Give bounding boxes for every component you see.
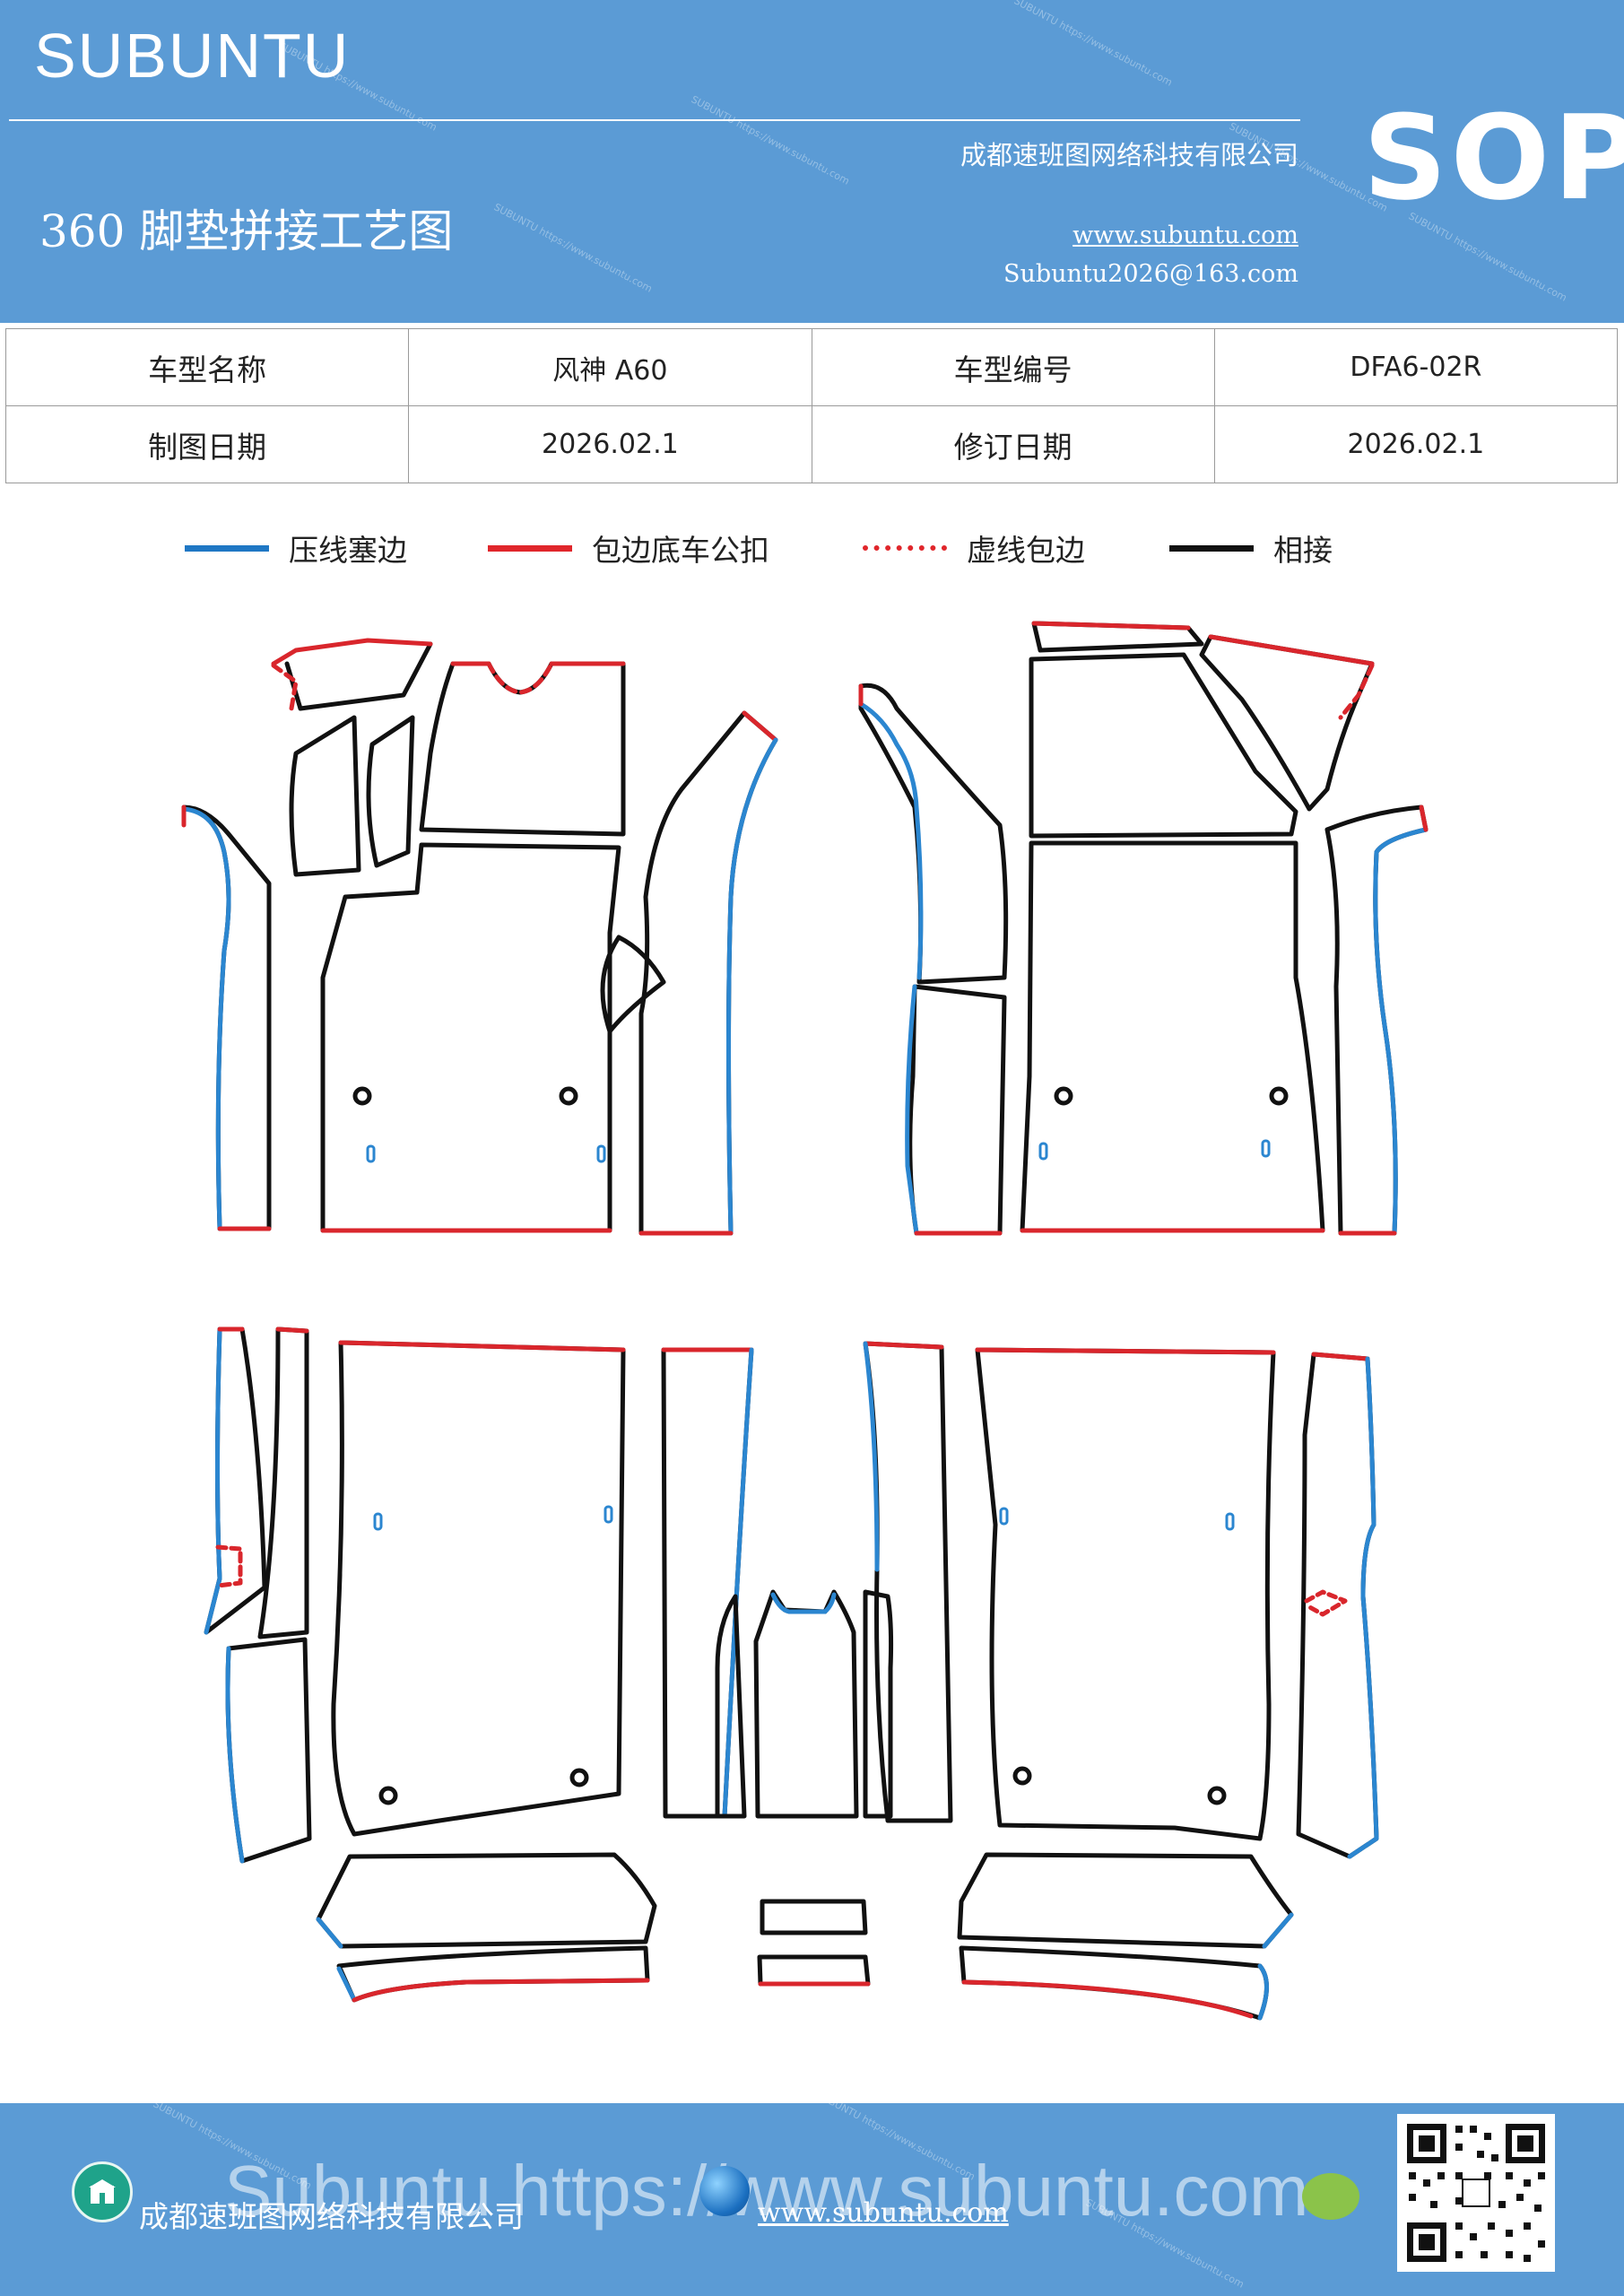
footer-company-name: 成都速班图网络科技有限公司 — [139, 2199, 524, 2234]
mat-piece — [863, 1589, 894, 1819]
mat-piece — [863, 1341, 953, 1823]
legend-item-press-edge: 压线塞边 — [185, 526, 407, 570]
table-row: 车型名称 风神 A60 车型编号 DFA6-02R — [4, 328, 1619, 406]
mat-piece — [257, 1326, 309, 1639]
legend-label: 相接 — [1273, 533, 1333, 568]
mat-piece — [957, 1852, 1294, 2021]
mat-piece — [975, 1347, 1276, 1841]
mat-piece — [271, 638, 433, 711]
model-code-value: DFA6-02R — [1213, 328, 1619, 406]
mat-piece — [905, 984, 1007, 1236]
draw-date-value: 2026.02.1 — [408, 405, 812, 483]
legend-swatch — [863, 545, 947, 551]
company-name: 成都速班图网络科技有限公司 — [960, 140, 1298, 170]
qr-code — [1397, 2114, 1555, 2272]
brand-name: SUBUNTU — [34, 21, 351, 91]
mat-piece — [1020, 840, 1325, 1233]
leaf-icon — [1302, 2173, 1359, 2220]
floor-mat-pattern — [181, 621, 1429, 2021]
mat-piece — [181, 804, 272, 1231]
mat-piece — [600, 710, 778, 1236]
legend-label: 包边底车公扣 — [592, 533, 769, 568]
model-code-label: 车型编号 — [811, 328, 1215, 406]
legend-label: 压线塞边 — [289, 533, 407, 568]
website-link[interactable]: www.subuntu.com — [1073, 222, 1298, 249]
mat-piece — [1031, 621, 1204, 653]
model-name-label: 车型名称 — [4, 328, 410, 406]
mat-piece — [1199, 634, 1375, 812]
header-banner: SUBUNTU https://www.subuntu.com SUBUNTU … — [0, 0, 1624, 323]
sop-label: SOP — [1363, 90, 1624, 226]
legend-swatch — [488, 544, 572, 552]
mat-piece — [1324, 804, 1429, 1236]
legend-item-joined: 相接 — [1169, 526, 1333, 570]
mat-piece — [320, 842, 621, 1233]
mat-piece — [419, 661, 626, 837]
legend-item-dashed-edge: 虚线包边 — [863, 526, 1085, 570]
mat-piece — [331, 1340, 626, 1837]
mat-piece — [225, 1637, 312, 1864]
building-icon — [72, 2161, 133, 2222]
globe-icon — [699, 2166, 750, 2216]
legend-swatch — [185, 544, 269, 552]
draw-date-label: 制图日期 — [4, 405, 410, 483]
legend-swatch — [1169, 544, 1254, 552]
model-name-value: 风神 A60 — [408, 328, 812, 406]
mat-piece — [289, 715, 415, 877]
document-title: 360 脚垫拼接工艺图 — [39, 205, 454, 257]
legend-label: 虚线包边 — [967, 533, 1085, 568]
email-address: Subuntu2026@163.com — [1003, 260, 1298, 288]
mat-piece — [753, 1589, 859, 1819]
mat-piece — [757, 1899, 871, 1987]
mat-piece — [204, 1326, 267, 1635]
vehicle-info-table: 车型名称 风神 A60 车型编号 DFA6-02R 制图日期 2026.02.1… — [4, 328, 1619, 483]
legend-item-wrap-edge: 包边底车公扣 — [488, 526, 769, 570]
mat-piece — [1029, 652, 1298, 839]
revise-date-label: 修订日期 — [811, 405, 1215, 483]
revise-date-value: 2026.02.1 — [1213, 405, 1619, 483]
mat-piece — [661, 1347, 754, 1819]
mat-piece — [858, 683, 1009, 985]
footer-website-link[interactable]: www.subuntu.com — [758, 2197, 1009, 2229]
mat-piece — [715, 1594, 747, 1819]
mat-piece — [1296, 1352, 1379, 1859]
mat-piece — [316, 1852, 657, 2003]
footer-banner: SUBUNTU https://www.subuntu.com SUBUNTU … — [0, 2103, 1624, 2296]
header-divider — [9, 119, 1300, 121]
table-row: 制图日期 2026.02.1 修订日期 2026.02.1 — [4, 405, 1619, 483]
footer-overlay-text: Subuntu https://www.subuntu.com — [224, 2151, 1309, 2231]
